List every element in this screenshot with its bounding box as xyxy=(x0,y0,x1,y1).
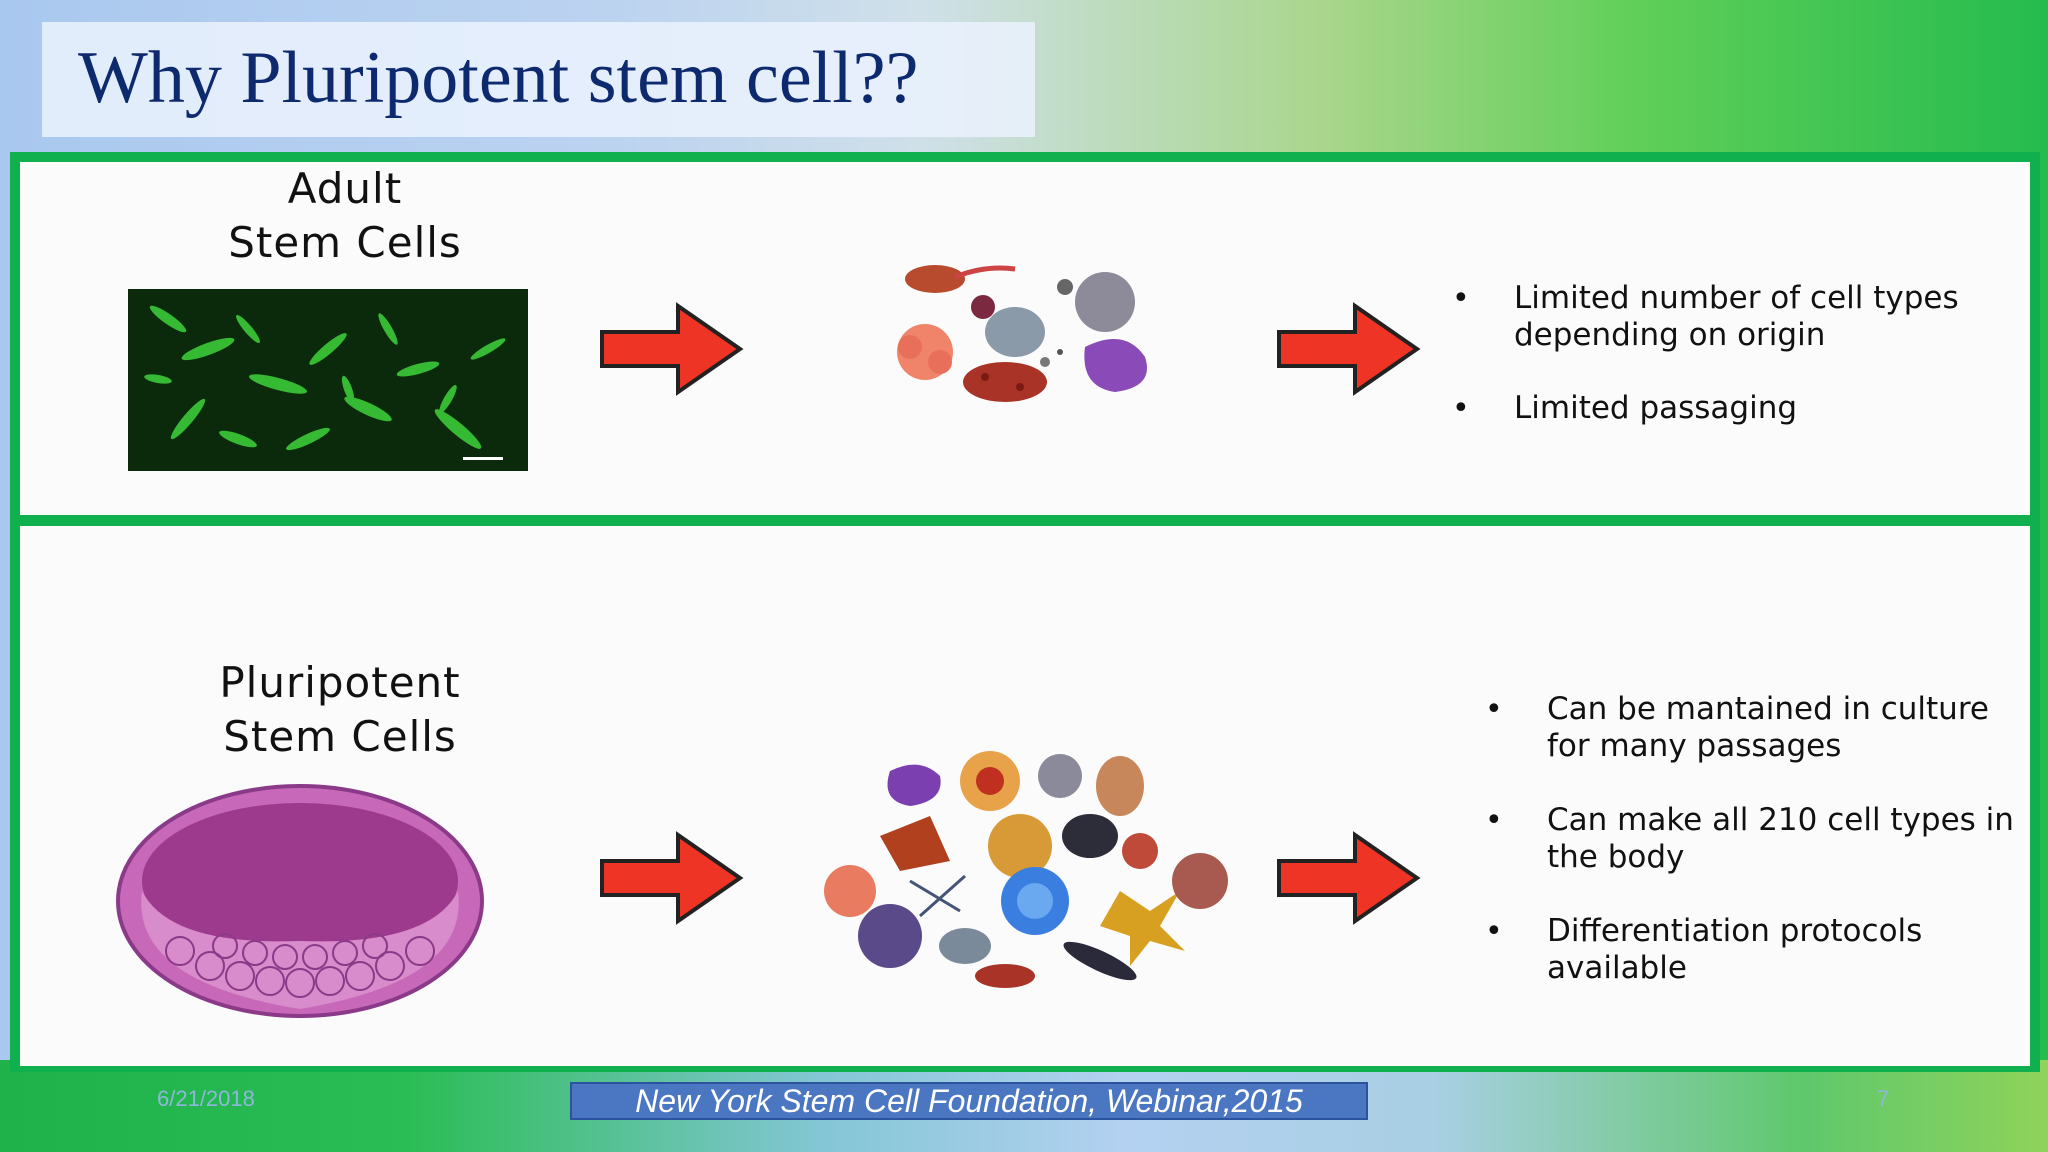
list-item: Can make all 210 cell types in the body xyxy=(1485,802,2025,876)
adult-heading-line2: Stem Cells xyxy=(228,218,462,267)
cell-cluster-image xyxy=(824,751,1228,988)
red-arrow-icon xyxy=(1277,831,1421,925)
slide-title: Why Pluripotent stem cell?? xyxy=(78,37,919,119)
pluripotent-heading-line1: Pluripotent xyxy=(219,658,461,707)
list-item: Differentiation protocols available xyxy=(1485,913,2025,987)
list-item: Limited number of cell types depending o… xyxy=(1452,280,2012,354)
adult-stem-cells-panel: Adult Stem Cells xyxy=(20,162,2030,515)
red-arrow-icon xyxy=(600,302,744,396)
pluripotent-stem-cells-panel: Pluripotent Stem Cells xyxy=(20,526,2030,1066)
cell-cluster-image xyxy=(897,265,1147,402)
adult-heading-line1: Adult xyxy=(287,164,403,213)
citation-box: New York Stem Cell Foundation, Webinar,2… xyxy=(570,1082,1368,1120)
title-box: Why Pluripotent stem cell?? xyxy=(42,22,1035,137)
pluripotent-bullet-list: Can be mantained in culture for many pas… xyxy=(1485,691,2025,987)
red-arrow-icon xyxy=(600,831,744,925)
adult-bullet-list: Limited number of cell types depending o… xyxy=(1452,280,2012,427)
blastocyst-image xyxy=(116,784,484,1018)
microscopy-image xyxy=(128,289,528,471)
slide-date: 6/21/2018 xyxy=(157,1086,255,1111)
pluripotent-heading: Pluripotent Stem Cells xyxy=(125,656,555,764)
list-item: Limited passaging xyxy=(1452,390,2012,427)
adult-heading: Adult Stem Cells xyxy=(130,162,560,270)
pluripotent-heading-line2: Stem Cells xyxy=(223,712,457,761)
slide-number: 7 xyxy=(1877,1086,1890,1111)
red-arrow-icon xyxy=(1277,302,1421,396)
list-item: Can be mantained in culture for many pas… xyxy=(1485,691,2025,765)
